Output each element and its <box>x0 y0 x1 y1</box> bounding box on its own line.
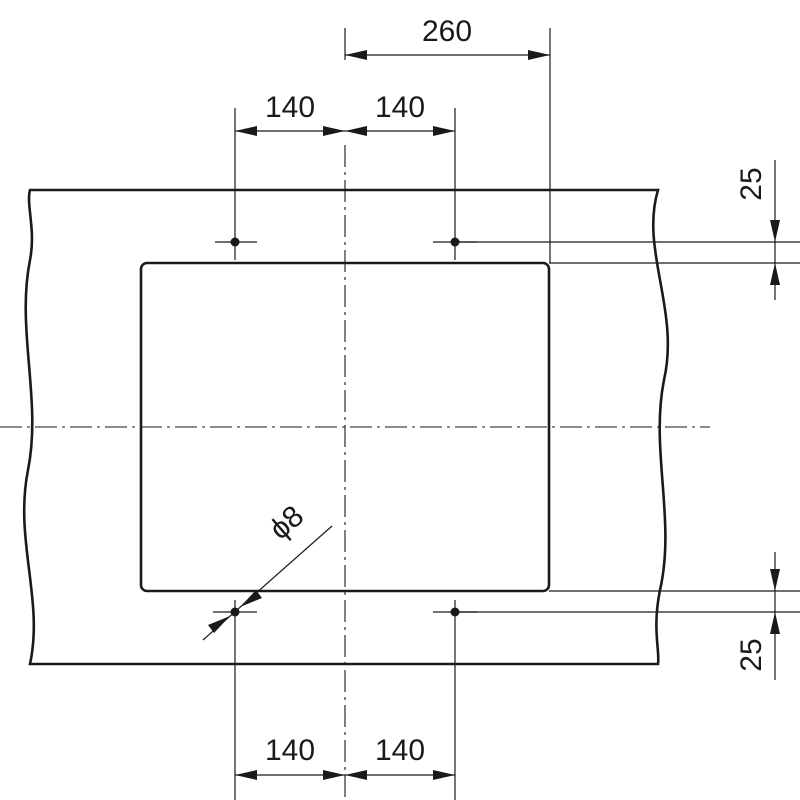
hole-bottom-right <box>433 607 477 617</box>
dimension-right-bottom-25: 25 <box>455 552 800 680</box>
dimension-hole-diameter: ϕ8 <box>202 499 333 641</box>
dimension-label-diameter-8: ϕ8 <box>263 499 310 546</box>
dimension-label-260: 260 <box>422 15 472 48</box>
dimension-top-140-pair: 140 140 <box>234 91 456 260</box>
plate-outline <box>22 188 670 666</box>
hole-top-left <box>215 237 257 247</box>
dimension-label-bottom-left-140: 140 <box>265 734 315 767</box>
dimension-label-bottom-right-140: 140 <box>375 734 425 767</box>
dimension-label-top-left-140: 140 <box>265 91 315 124</box>
dimension-label-top-right-140: 140 <box>375 91 425 124</box>
dimension-right-top-25: 25 <box>455 160 800 300</box>
dimension-bottom-140-pair: 140 140 <box>234 600 456 800</box>
dimension-top-260: 260 <box>344 15 551 263</box>
dimension-label-right-top-25: 25 <box>735 167 768 200</box>
dimension-label-right-bottom-25: 25 <box>735 638 768 671</box>
hole-top-right <box>433 237 477 247</box>
